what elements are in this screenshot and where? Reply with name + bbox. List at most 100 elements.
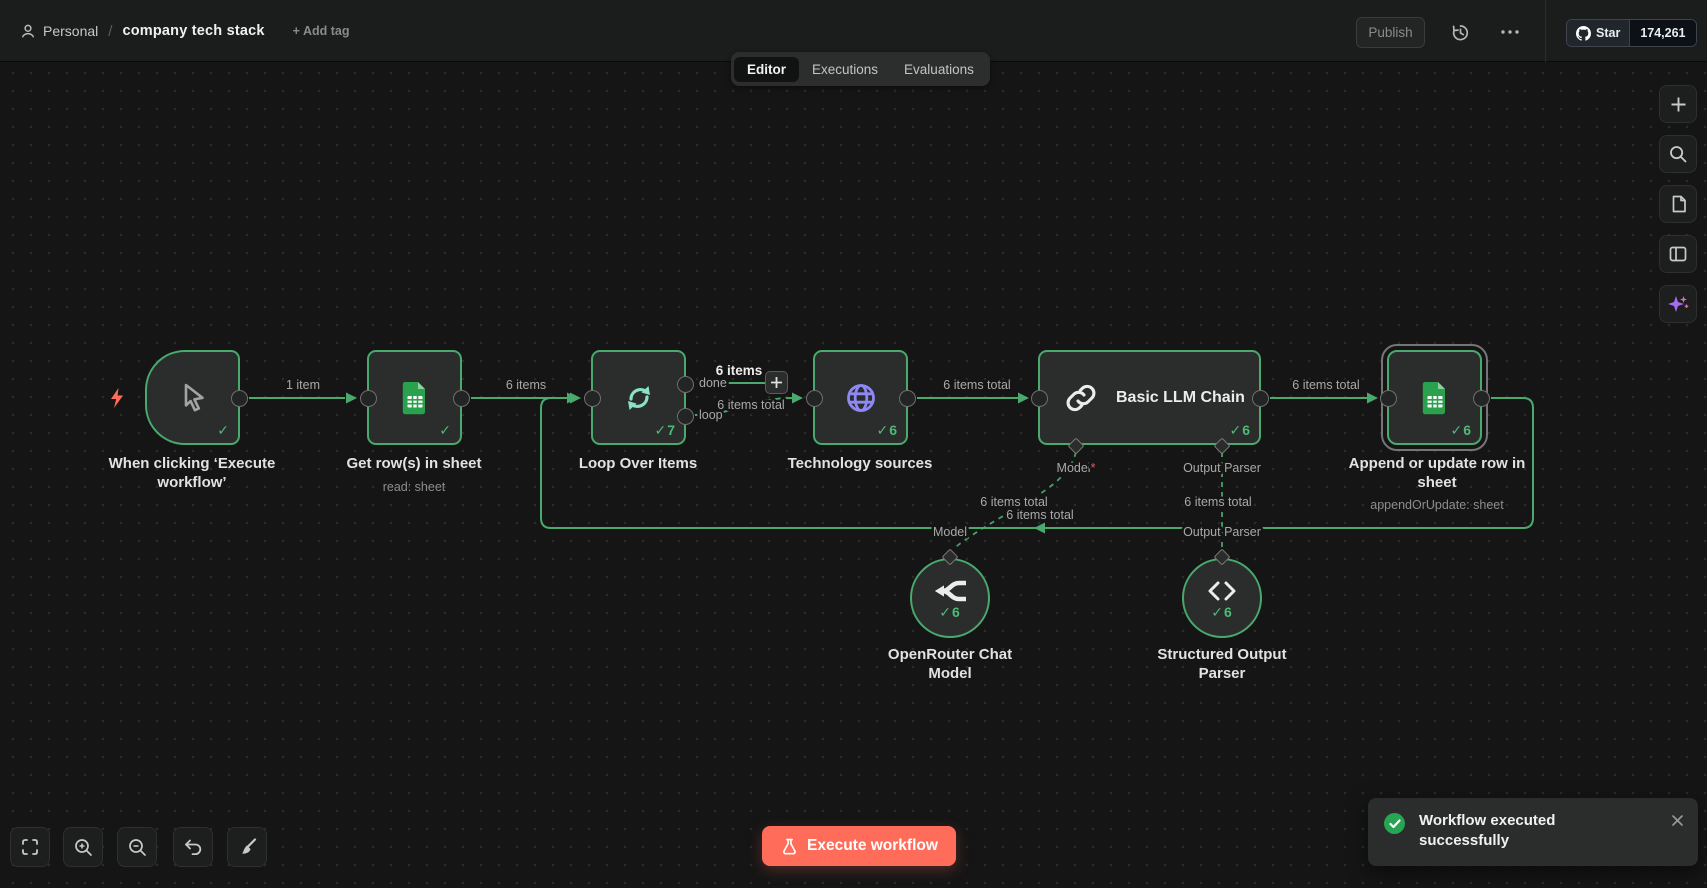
toast-message: Workflow executed successfully bbox=[1419, 812, 1556, 849]
status-badge: ✓ bbox=[217, 422, 230, 438]
tab-evaluations[interactable]: Evaluations bbox=[904, 61, 974, 77]
node-title: Structured Output Parser bbox=[1157, 646, 1287, 682]
node-title: Loop Over Items bbox=[578, 455, 698, 472]
fit-view-button[interactable] bbox=[10, 827, 50, 867]
node-subtitle: appendOrUpdate: sheet bbox=[1370, 498, 1504, 512]
connection-loop-http[interactable] bbox=[694, 397, 794, 416]
close-icon[interactable] bbox=[1671, 814, 1684, 827]
output-port[interactable] bbox=[1472, 390, 1490, 407]
github-star-count[interactable]: 174,261 bbox=[1629, 20, 1696, 46]
search-button[interactable] bbox=[1659, 135, 1697, 173]
connection-label: 6 items total bbox=[943, 378, 1010, 392]
node-technology-sources[interactable]: ✓6 bbox=[805, 350, 916, 445]
status-badge: ✓6 bbox=[876, 422, 898, 438]
node-append-or-update-row[interactable]: ✓6 bbox=[1379, 344, 1490, 451]
status-badge: ✓6 bbox=[1229, 422, 1251, 438]
zoom-out-button[interactable] bbox=[117, 827, 157, 867]
zoom-out-icon bbox=[128, 838, 146, 856]
breadcrumb: Personal / company tech stack + Add tag bbox=[20, 0, 350, 62]
output-port[interactable] bbox=[1251, 390, 1269, 407]
plus-icon bbox=[1671, 97, 1685, 111]
tidy-up-button[interactable] bbox=[227, 827, 267, 867]
github-icon bbox=[1576, 25, 1591, 41]
node-title: OpenRouter Chat Model bbox=[887, 646, 1013, 682]
node-manual-trigger[interactable]: ✓ bbox=[145, 350, 248, 445]
check-icon bbox=[1384, 813, 1405, 834]
input-port[interactable] bbox=[1379, 390, 1397, 407]
code-icon bbox=[1208, 581, 1236, 600]
status-badge: ✓6 bbox=[1211, 603, 1233, 620]
fit-view-icon bbox=[22, 839, 38, 855]
output-port[interactable] bbox=[452, 390, 470, 407]
plus-icon bbox=[771, 377, 782, 388]
add-node-button[interactable] bbox=[765, 371, 788, 394]
github-star-button[interactable]: Star bbox=[1567, 20, 1630, 46]
user-icon bbox=[21, 24, 35, 38]
execute-workflow-button[interactable]: Execute workflow bbox=[762, 826, 956, 866]
connection-llm-model[interactable] bbox=[952, 451, 1077, 550]
connection-label: 6 items total bbox=[1184, 495, 1251, 509]
view-tabs: Editor Executions Evaluations bbox=[731, 52, 990, 86]
connection-label: 6 items total bbox=[980, 495, 1047, 509]
input-port[interactable] bbox=[1030, 390, 1048, 407]
add-tag-button[interactable]: + Add tag bbox=[292, 24, 350, 38]
node-basic-llm-chain[interactable]: Basic LLM Chain ✓6 bbox=[1030, 350, 1269, 445]
node-title: Technology sources bbox=[787, 455, 933, 472]
input-port[interactable] bbox=[359, 390, 377, 407]
status-badge: ✓7 bbox=[654, 422, 676, 438]
node-structured-output-parser[interactable]: ✓6 bbox=[1182, 558, 1262, 638]
sheets-icon bbox=[1422, 381, 1445, 414]
connection-label: 1 item bbox=[286, 378, 320, 392]
node-loop-over-items[interactable]: ✓7 bbox=[583, 350, 694, 445]
header-divider bbox=[1545, 0, 1546, 62]
zoom-in-button[interactable] bbox=[63, 827, 103, 867]
node-get-rows-in-sheet[interactable]: ✓ bbox=[359, 350, 470, 445]
flask-icon bbox=[783, 838, 796, 855]
node-title: Append or update row in sheet bbox=[1348, 455, 1526, 491]
output-port[interactable] bbox=[230, 390, 248, 407]
input-port[interactable] bbox=[805, 390, 823, 407]
panel-toggle-button[interactable] bbox=[1659, 235, 1697, 273]
status-badge: ✓6 bbox=[1450, 422, 1472, 438]
output-port-loop[interactable] bbox=[676, 408, 694, 425]
chain-icon bbox=[1066, 384, 1096, 411]
node-openrouter-chat-model[interactable]: ✓6 bbox=[910, 558, 990, 638]
publish-button[interactable]: Publish bbox=[1356, 17, 1425, 48]
bolt-icon bbox=[107, 387, 127, 409]
file-icon bbox=[1672, 195, 1686, 213]
input-port[interactable] bbox=[583, 390, 601, 407]
workflow-title[interactable]: company tech stack bbox=[122, 23, 265, 39]
add-node-panel-button[interactable] bbox=[1659, 85, 1697, 123]
node-title: Get row(s) in sheet bbox=[346, 455, 482, 472]
more-options-button[interactable] bbox=[1497, 22, 1523, 42]
sparkle-icon bbox=[1668, 296, 1689, 312]
tidy-icon bbox=[241, 837, 256, 854]
status-badge: ✓ bbox=[439, 422, 452, 438]
port-label-loop: loop bbox=[699, 408, 723, 422]
sheets-icon bbox=[402, 381, 425, 414]
more-icon bbox=[1501, 30, 1519, 34]
search-icon bbox=[1670, 146, 1687, 163]
tab-executions[interactable]: Executions bbox=[812, 61, 879, 77]
openrouter-icon bbox=[935, 580, 966, 601]
output-port-done[interactable] bbox=[676, 376, 694, 393]
history-button[interactable] bbox=[1447, 22, 1473, 42]
project-crumb[interactable]: Personal bbox=[20, 23, 98, 39]
node-title: When clicking ‘Execute workflow’ bbox=[108, 455, 276, 491]
port-label-model-subnode: Model bbox=[933, 525, 967, 539]
undo-button[interactable] bbox=[173, 827, 213, 867]
connection-label: 6 items bbox=[716, 363, 763, 378]
port-label-model: Model* bbox=[1057, 461, 1096, 475]
output-port[interactable] bbox=[898, 390, 916, 407]
port-label-output-parser: Output Parser bbox=[1183, 461, 1261, 475]
top-bar: Personal / company tech stack + Add tag … bbox=[0, 0, 1707, 62]
github-star-widget[interactable]: Star 174,261 bbox=[1566, 19, 1697, 47]
globe-icon bbox=[846, 383, 875, 412]
ai-assistant-button[interactable] bbox=[1659, 285, 1697, 323]
notes-button[interactable] bbox=[1659, 185, 1697, 223]
tab-editor[interactable]: Editor bbox=[734, 56, 799, 82]
connection-label: 6 items total bbox=[1006, 508, 1073, 522]
cursor-icon bbox=[184, 383, 204, 411]
connection-label: 6 items bbox=[506, 378, 546, 392]
